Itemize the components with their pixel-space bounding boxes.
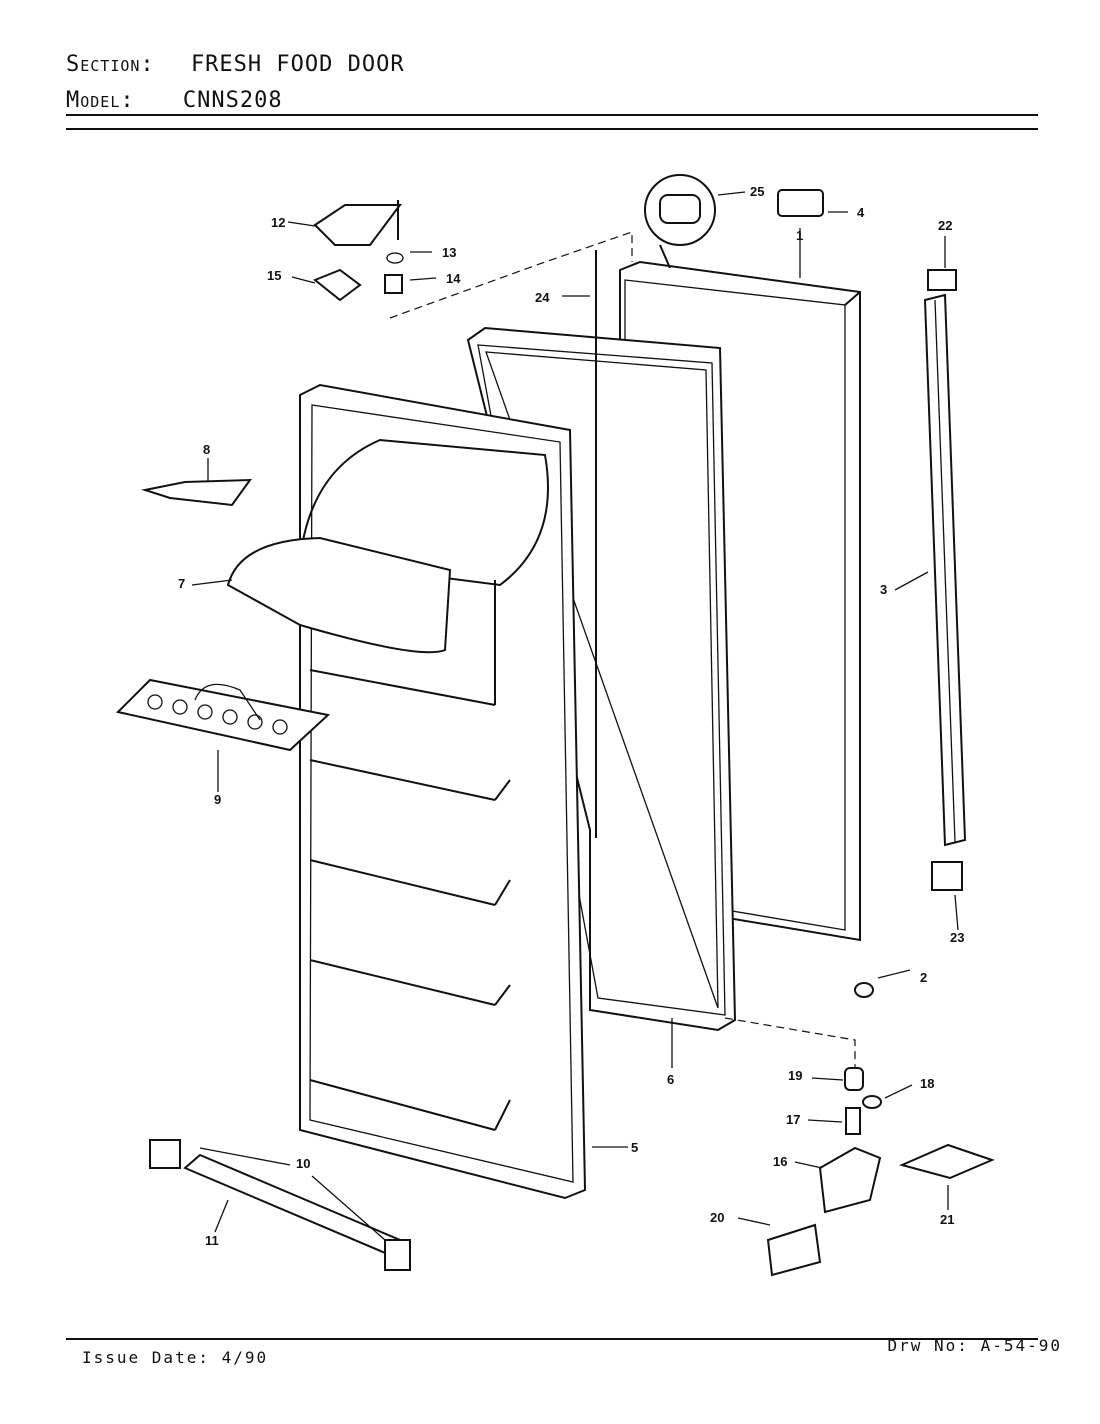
callout-14: 14: [446, 271, 461, 286]
callout-17: 17: [786, 1112, 800, 1127]
issue-date: Issue Date: 4/90: [82, 1348, 269, 1367]
drawing-number: Drw No: A-54-90: [887, 1336, 1062, 1355]
callout-labels: 1 2 3 4 5 6 7 8 9 10 11 12 13 14 15 16 1…: [178, 184, 964, 1248]
callout-18: 18: [920, 1076, 934, 1091]
callout-9: 9: [214, 792, 221, 807]
callout-15: 15: [267, 268, 281, 283]
footer-rule: [66, 1338, 1038, 1340]
callout-16: 16: [773, 1154, 787, 1169]
callout-12: 12: [271, 215, 285, 230]
door-handle-plug-detail: [644, 174, 824, 269]
model-value: CNNS208: [182, 88, 283, 113]
model-label: Model:: [66, 88, 135, 113]
callout-11: 11: [205, 1233, 219, 1248]
callout-22: 22: [938, 218, 952, 233]
egg-tray: [116, 678, 331, 752]
callout-6: 6: [667, 1072, 674, 1087]
header-rule-top: [66, 114, 1038, 116]
top-hinge-assembly: [313, 200, 404, 302]
section-label: Section:: [66, 52, 155, 77]
callout-1: 1: [796, 228, 803, 243]
callout-25: 25: [750, 184, 764, 199]
section-value: FRESH FOOD DOOR: [190, 52, 405, 77]
model-line: Model: CNNS208: [66, 88, 283, 113]
dairy-door: [226, 536, 452, 654]
header-rule-bottom: [66, 128, 1038, 130]
callout-20: 20: [710, 1210, 724, 1225]
butter-tray: [141, 478, 252, 507]
callout-leaders: [191, 191, 959, 1241]
bottom-hinge-assembly: [766, 982, 995, 1277]
callout-21: 21: [940, 1212, 954, 1227]
callout-8: 8: [203, 442, 210, 457]
callout-19: 19: [788, 1068, 802, 1083]
callout-23: 23: [950, 930, 964, 945]
bottom-trim-and-end-caps: [149, 1139, 411, 1271]
callout-13: 13: [442, 245, 456, 260]
door-liner: [299, 383, 587, 1200]
callout-10: 10: [296, 1156, 310, 1171]
assembly-line-top: [389, 231, 633, 319]
side-trim-strip: [923, 269, 967, 891]
callout-5: 5: [631, 1140, 638, 1155]
callout-3: 3: [880, 582, 887, 597]
callout-2: 2: [920, 970, 927, 985]
section-line: Section: FRESH FOOD DOOR: [66, 52, 405, 77]
callout-4: 4: [857, 205, 865, 220]
callout-7: 7: [178, 576, 185, 591]
callout-24: 24: [535, 290, 550, 305]
assembly-line-bottom: [724, 1017, 856, 1068]
